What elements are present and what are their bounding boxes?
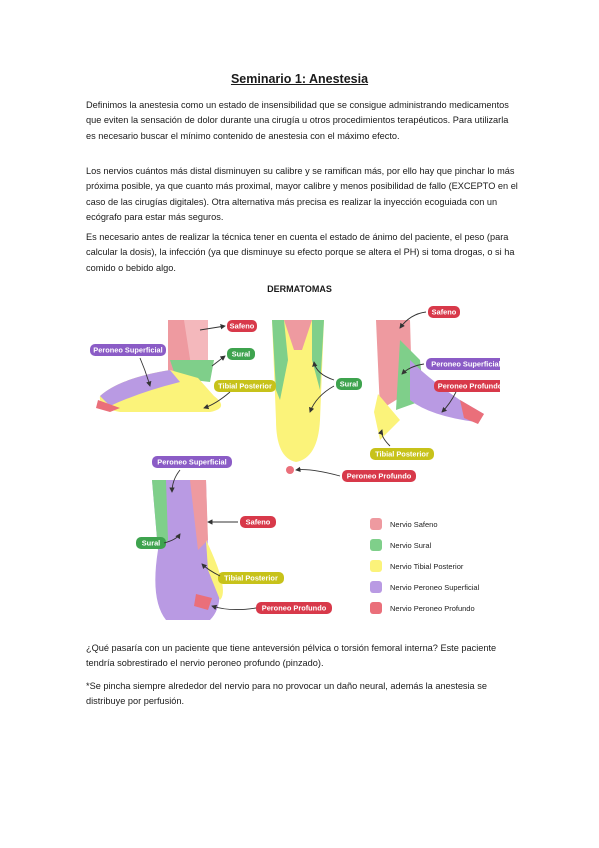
label-peroneo-profundo-2: Peroneo Profundo bbox=[347, 472, 412, 481]
foot-posterior-center bbox=[272, 320, 324, 474]
dermatomas-legend: Nervio Safeno Nervio Sural Nervio Tibial… bbox=[370, 518, 480, 614]
dermatomas-figure: Safeno Peroneo Superficial Sural Tibial … bbox=[90, 306, 500, 620]
label-safeno-1: Safeno bbox=[230, 322, 255, 331]
foot-dorsal-bottom bbox=[152, 480, 223, 620]
legend-peroneo-superficial: Nervio Peroneo Superficial bbox=[390, 583, 480, 592]
figure-title: DERMATOMAS bbox=[267, 284, 332, 294]
legend-peroneo-profundo: Nervio Peroneo Profundo bbox=[390, 604, 475, 613]
label-sural-1: Sural bbox=[232, 350, 250, 359]
label-tibial-posterior-2: Tibial Posterior bbox=[375, 450, 429, 459]
label-tibial-posterior-3: Tibial Posterior bbox=[224, 574, 278, 583]
paragraph-pregunta-anteversion: ¿Qué pasaría con un paciente que tiene a… bbox=[86, 643, 497, 669]
foot-medial-right bbox=[374, 320, 484, 440]
paragraph-nota-pinchazo: *Se pincha siempre alrededor del nervio … bbox=[86, 681, 487, 707]
label-sural-3: Sural bbox=[142, 539, 160, 548]
label-peroneo-superficial-2: Peroneo Superficial bbox=[431, 360, 500, 369]
paragraph-anestesia-definicion: Definimos la anestesia como un estado de… bbox=[86, 100, 509, 141]
legend-safeno: Nervio Safeno bbox=[390, 520, 438, 529]
document-title: Seminario 1: Anestesia bbox=[230, 72, 369, 86]
label-peroneo-superficial-1: Peroneo Superficial bbox=[93, 346, 162, 355]
label-peroneo-profundo-3: Peroneo Profundo bbox=[262, 604, 327, 613]
label-peroneo-profundo-1: Peroneo Profundo bbox=[438, 382, 500, 391]
label-peroneo-superficial-3: Peroneo Superficial bbox=[157, 458, 226, 467]
label-safeno-3: Safeno bbox=[246, 518, 271, 527]
foot-lateral-left bbox=[96, 320, 222, 412]
legend-tibial-posterior: Nervio Tibial Posterior bbox=[390, 562, 464, 571]
paragraph-nervios-calibre: Los nervios cuántos más distal disminuye… bbox=[86, 166, 518, 223]
label-sural-2: Sural bbox=[340, 380, 358, 389]
label-safeno-2: Safeno bbox=[432, 308, 457, 317]
paragraph-consideraciones: Es necesario antes de realizar la técnic… bbox=[86, 232, 515, 273]
label-tibial-posterior-1: Tibial Posterior bbox=[218, 382, 272, 391]
legend-sural: Nervio Sural bbox=[390, 541, 432, 550]
